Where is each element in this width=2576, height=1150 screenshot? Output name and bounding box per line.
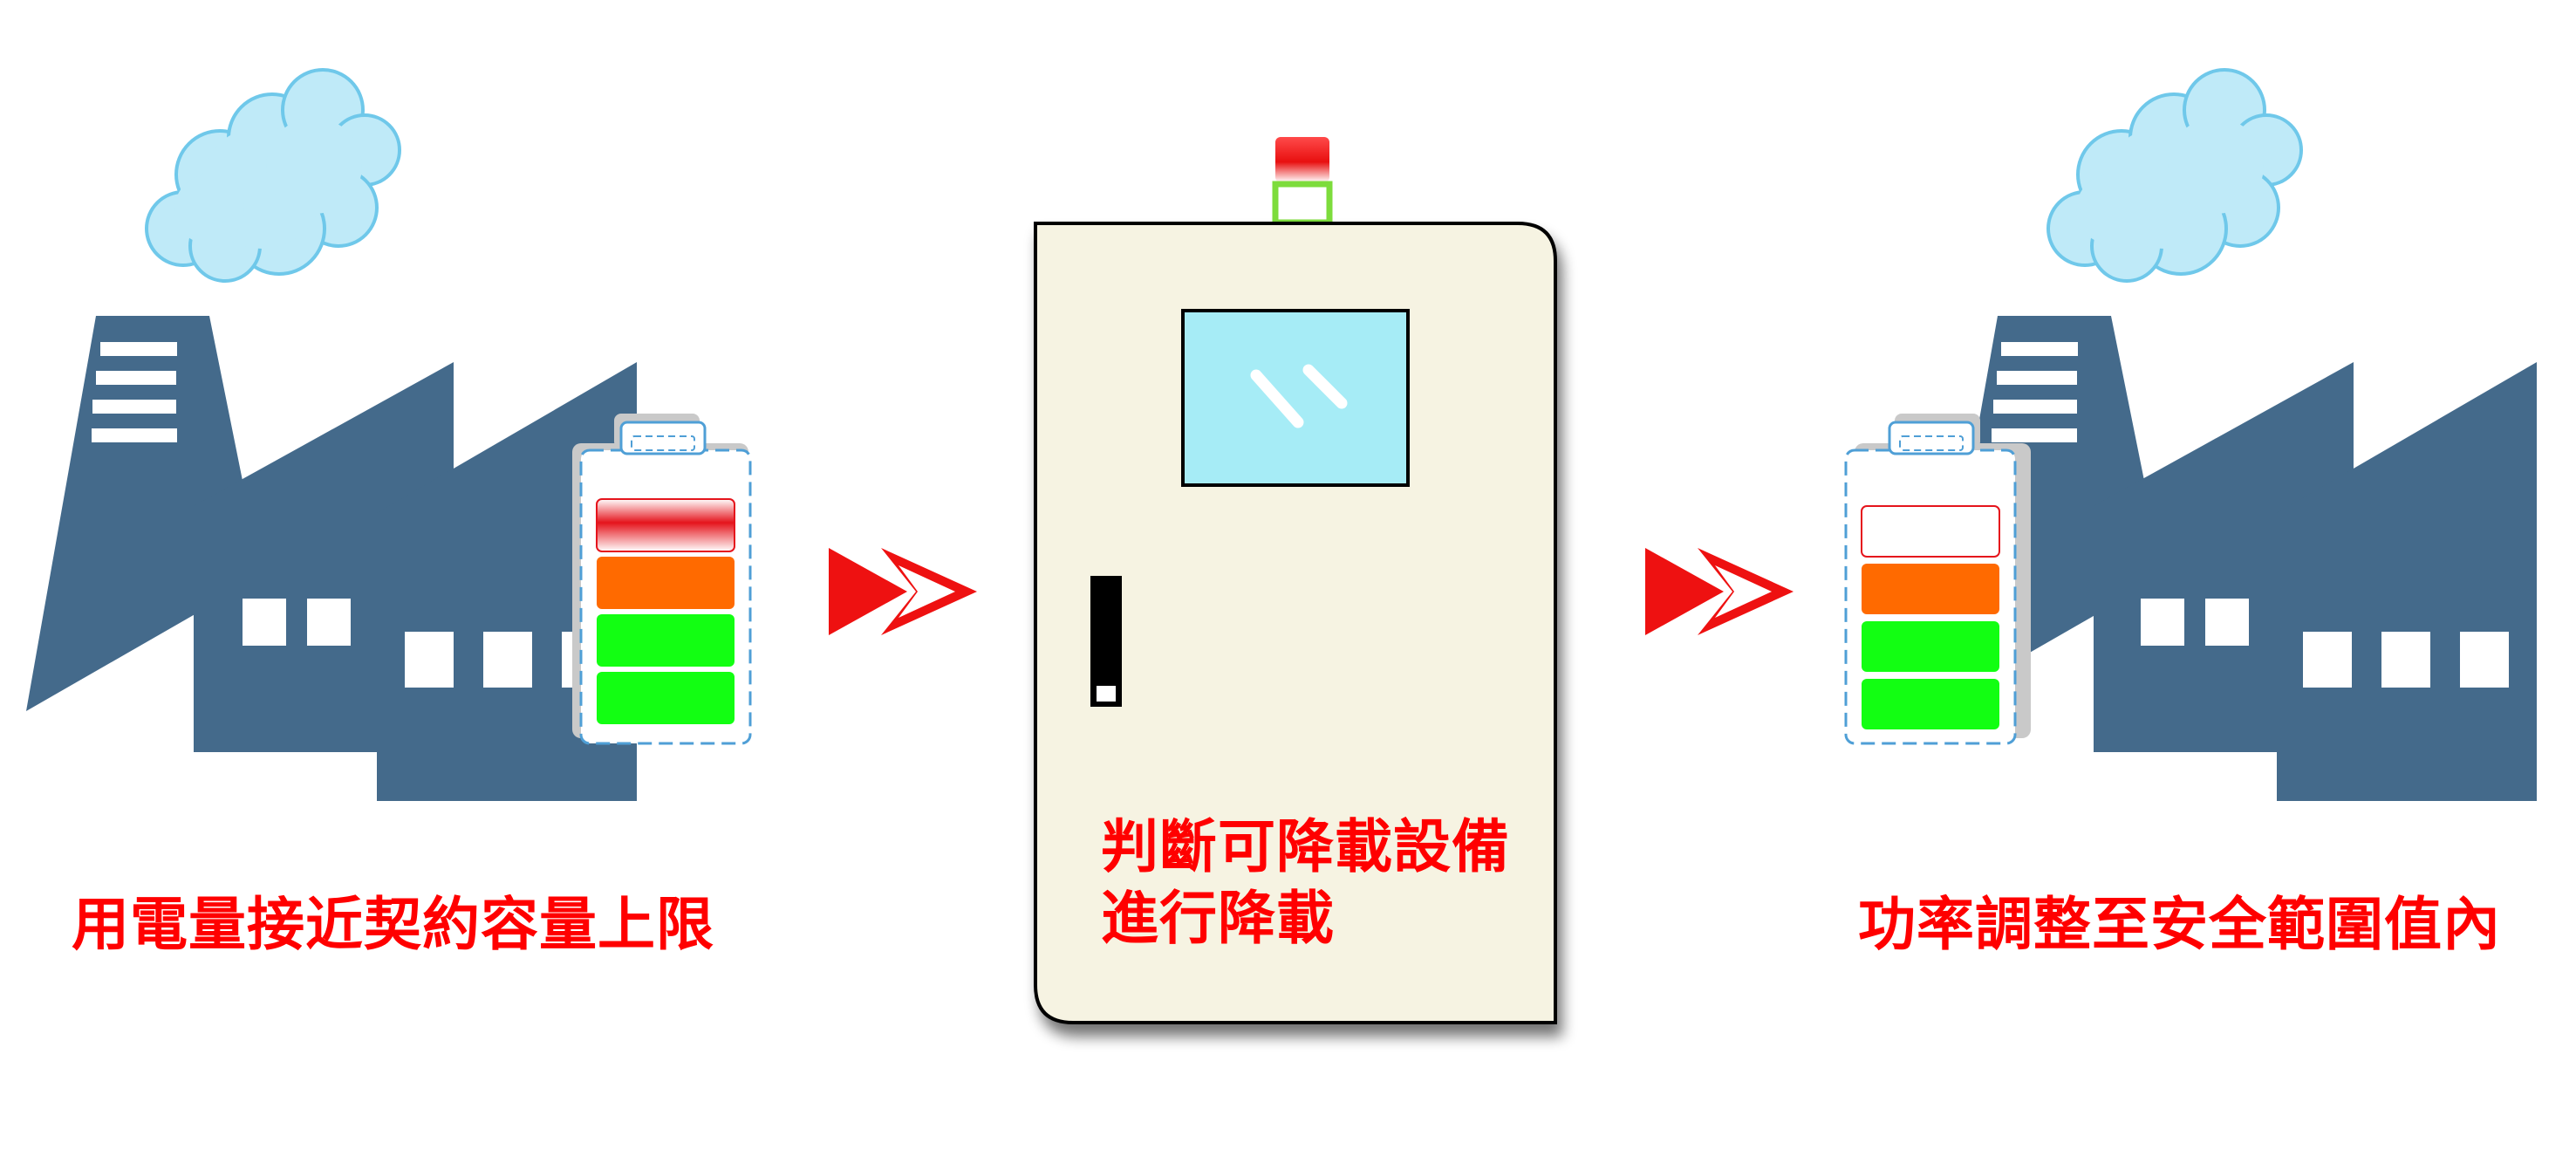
caption-after-load: 功率調整至安全範圍值內 xyxy=(1858,891,2501,958)
double-arrow-left-icon xyxy=(829,548,977,635)
battery-left-icon xyxy=(572,414,752,745)
battery-cell-green xyxy=(1862,679,1999,729)
control-cabinet-icon xyxy=(1034,137,1557,1024)
battery-cell-green xyxy=(1862,621,1999,672)
caption-before-load: 用電量接近契約容量上限 xyxy=(72,891,714,958)
cabinet-handle-icon xyxy=(1090,576,1122,707)
battery-cell-green xyxy=(597,672,735,724)
battery-cell-green xyxy=(597,614,735,667)
signal-lamp-icon xyxy=(1272,137,1333,226)
factory-left-icon xyxy=(26,68,637,801)
caption-controller: 判斷可降載設備 進行降載 xyxy=(1101,811,1510,955)
battery-cell-orange xyxy=(1862,564,1999,614)
cloud-left-icon xyxy=(145,68,401,283)
battery-cell-red xyxy=(596,498,735,552)
battery-right-icon xyxy=(1844,414,2031,745)
double-arrow-right-icon xyxy=(1645,548,1794,635)
battery-cell-empty xyxy=(1861,505,2000,558)
factory-right-icon xyxy=(1928,68,2537,801)
cloud-right-icon xyxy=(2046,68,2303,283)
cabinet-screen-icon xyxy=(1181,309,1410,487)
battery-cell-orange xyxy=(597,557,735,609)
caption-controller-line1: 判斷可降載設備 xyxy=(1101,813,1510,880)
caption-controller-line2: 進行降載 xyxy=(1101,885,1335,952)
